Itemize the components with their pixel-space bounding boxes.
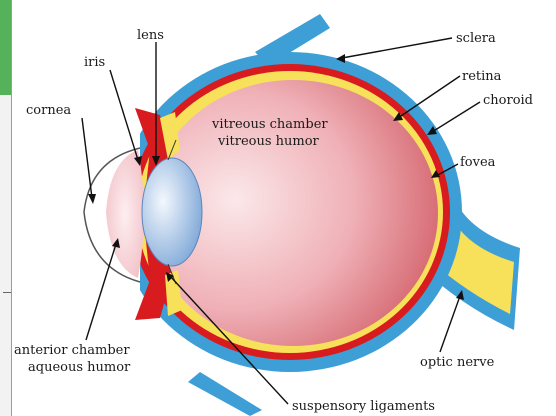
label-choroid: choroid xyxy=(483,93,533,108)
label-lens: lens xyxy=(137,28,164,43)
choroid-leader xyxy=(432,102,480,132)
optic-nerve-leader xyxy=(440,296,460,352)
label-fovea: fovea xyxy=(460,155,496,170)
label-cornea: cornea xyxy=(26,103,71,118)
label-iris: iris xyxy=(84,55,105,70)
sclera-leader xyxy=(342,38,452,58)
label-retina: retina xyxy=(462,69,502,84)
label-vitreous-chamber: vitreous chamber xyxy=(211,117,328,132)
label-suspensory-ligaments: suspensory ligaments xyxy=(292,399,435,414)
label-vitreous-humor: vitreous humor xyxy=(217,134,320,149)
cornea-leader xyxy=(82,118,92,198)
label-anterior-chamber: anterior chamber xyxy=(14,343,130,358)
label-sclera: sclera xyxy=(456,31,496,46)
label-optic-nerve: optic nerve xyxy=(420,355,495,370)
label-aqueous-humor: aqueous humor xyxy=(28,360,131,375)
lens xyxy=(142,158,202,266)
lower-eye-muscle xyxy=(188,372,262,416)
